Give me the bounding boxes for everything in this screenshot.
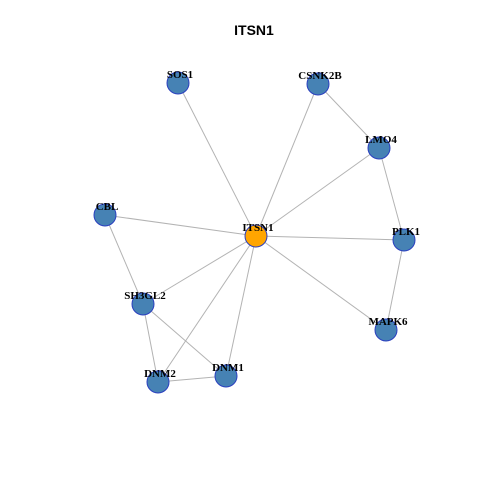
edge-sh3gl2-dnm2 [142, 303, 159, 383]
node-label-sh3gl2: SH3GL2 [124, 290, 166, 302]
node-label-dnm1: DNM1 [212, 362, 244, 374]
edge-itsn1-sos1 [177, 82, 257, 237]
node-sh3gl2[interactable] [131, 292, 155, 316]
edge-sh3gl2-dnm1 [142, 303, 227, 377]
edge-itsn1-csnk2b [255, 83, 319, 237]
node-label-csnk2b: CSNK2B [298, 70, 342, 82]
node-label-sos1: SOS1 [167, 69, 193, 81]
edge-layer [104, 82, 405, 383]
graph-title: ITSN1 [234, 22, 274, 38]
node-plk1[interactable] [392, 228, 416, 252]
edge-csnk2b-lmo4 [317, 83, 380, 149]
node-label-cbl: CBL [96, 201, 119, 213]
node-dnm2[interactable] [146, 370, 170, 394]
edge-itsn1-cbl [104, 214, 257, 237]
node-label-lmo4: LMO4 [365, 134, 397, 146]
edge-itsn1-mapk6 [255, 235, 387, 331]
edge-itsn1-dnm1 [225, 235, 257, 377]
node-label-plk1: PLK1 [392, 226, 420, 238]
node-csnk2b[interactable] [306, 72, 330, 96]
edge-cbl-sh3gl2 [104, 214, 144, 305]
node-dnm1[interactable] [214, 364, 238, 388]
edge-itsn1-sh3gl2 [142, 235, 257, 305]
node-itsn1[interactable] [244, 224, 268, 248]
node-label-dnm2: DNM2 [144, 368, 176, 380]
node-mapk6[interactable] [374, 318, 398, 342]
edge-itsn1-lmo4 [255, 147, 380, 237]
node-label-itsn1: ITSN1 [242, 222, 273, 234]
edge-plk1-mapk6 [385, 239, 405, 331]
edge-itsn1-dnm2 [157, 235, 257, 383]
node-label-mapk6: MAPK6 [368, 316, 408, 328]
node-lmo4[interactable] [367, 136, 391, 160]
edge-itsn1-plk1 [255, 235, 405, 241]
node-layer [93, 71, 416, 394]
node-sos1[interactable] [166, 71, 190, 95]
node-cbl[interactable] [93, 203, 117, 227]
edge-lmo4-plk1 [378, 147, 405, 241]
